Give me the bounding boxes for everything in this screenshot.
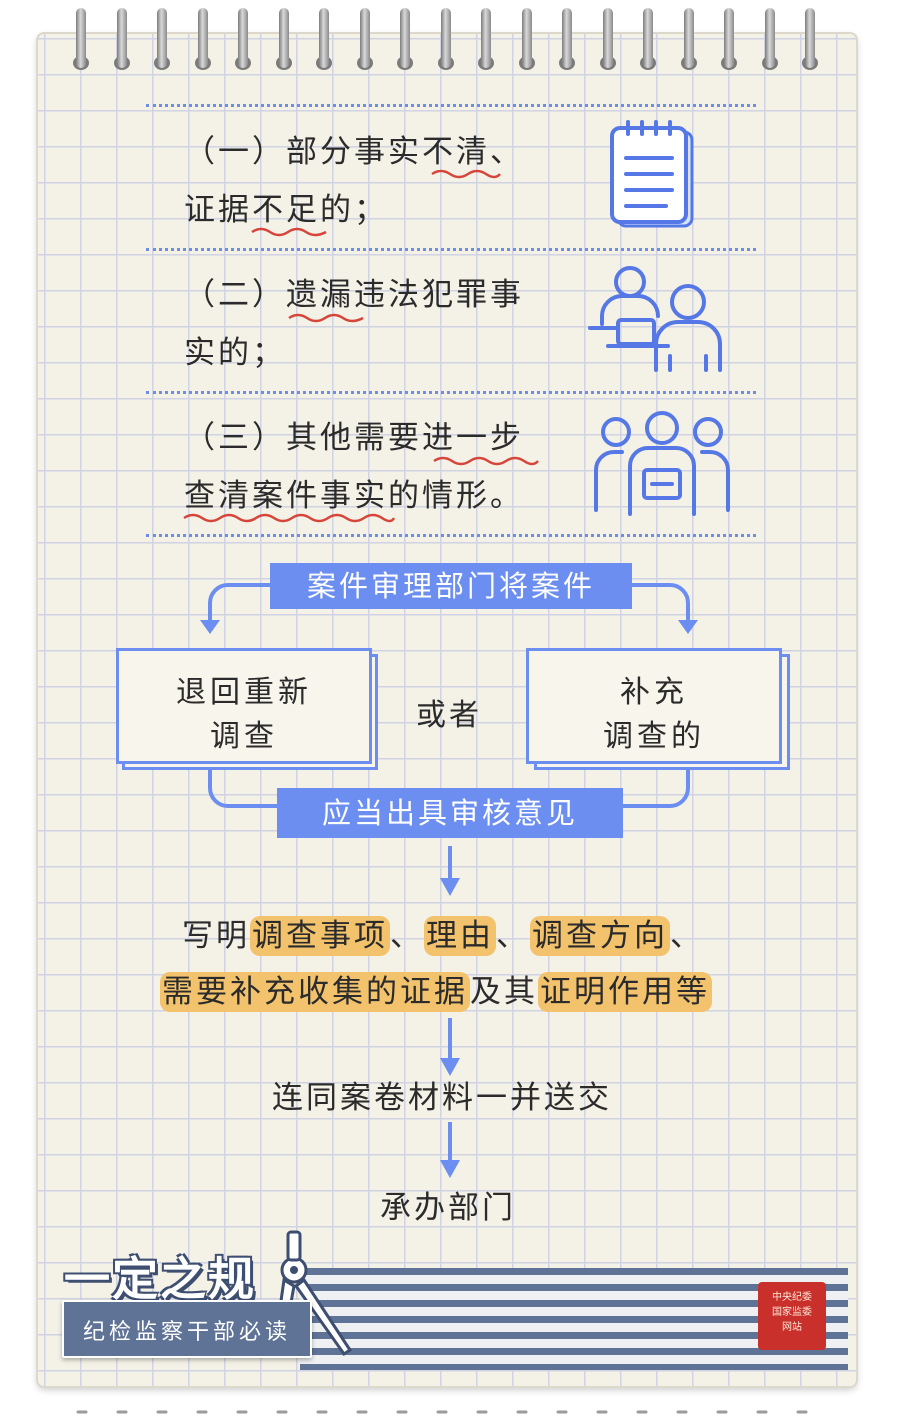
- official-seal: 中央纪委 国家监委 网站: [758, 1282, 826, 1350]
- binding-ring: [724, 8, 734, 68]
- binding-ring: [116, 8, 127, 68]
- send-with-files-text: 连同案卷材料一并送交: [272, 1080, 612, 1116]
- dotted-divider: [146, 534, 756, 537]
- binding-ring: [481, 8, 491, 68]
- dotted-divider: [146, 104, 756, 107]
- underline-squiggle: [431, 169, 501, 179]
- binding-ring: [643, 8, 653, 68]
- striped-footer-band: [300, 1268, 848, 1370]
- prefix-text: 写明: [182, 918, 250, 954]
- write-line-one: 写明调查事项、理由、调查方向、: [182, 910, 704, 956]
- highlight-direction: 调查方向: [530, 916, 670, 956]
- binding-ring: [562, 8, 572, 68]
- item-one-text: （一）部分事实不清、 证据不足的；: [184, 134, 524, 228]
- binding-ring: [238, 8, 248, 68]
- dotted-divider: [146, 248, 756, 251]
- binding-ring: [400, 8, 410, 68]
- handling-dept-text: 承办部门: [380, 1190, 516, 1226]
- separator-text: 、: [496, 918, 530, 954]
- binding-ring: [278, 8, 289, 68]
- underline-squiggle: [433, 456, 539, 466]
- dotted-divider: [146, 391, 756, 394]
- highlight-evidence: 需要补充收集的证据: [160, 972, 470, 1012]
- binding-ring: [683, 8, 694, 68]
- binding-ring: [157, 8, 167, 68]
- supplementary-investigation-card: 补充 调查的: [526, 648, 782, 764]
- underline-squiggle: [251, 227, 327, 237]
- write-line-two: 需要补充收集的证据及其证明作用等: [160, 966, 712, 1012]
- mid-text: 及其: [470, 974, 538, 1010]
- binding-ring: [440, 8, 451, 68]
- separator-text: 、: [390, 918, 424, 954]
- notepad-icon: [610, 120, 694, 228]
- supplementary-investigation-label: 补充 调查的: [603, 675, 705, 754]
- highlight-proof-effect: 证明作用等: [538, 972, 712, 1012]
- review-opinion-box: 应当出具审核意见: [277, 788, 623, 838]
- meeting-people-icon: [588, 266, 722, 372]
- binding-ring: [76, 8, 86, 68]
- suffix-text: 、: [670, 918, 704, 954]
- return-reinvestigate-label: 退回重新 调查: [176, 675, 312, 754]
- underline-squiggle: [288, 313, 364, 323]
- binding-ring: [764, 8, 775, 68]
- binding-ring: [805, 8, 815, 68]
- binding-ring: [602, 8, 613, 68]
- spiral-binding: [70, 0, 830, 80]
- bottom-edge-marks: [76, 1410, 808, 1414]
- highlight-reason: 理由: [424, 916, 496, 956]
- binding-ring: [319, 8, 329, 68]
- binding-ring: [521, 8, 532, 68]
- case-review-dept-box: 案件审理部门将案件: [270, 563, 632, 609]
- return-reinvestigate-card: 退回重新 调查: [116, 648, 372, 764]
- binding-ring: [197, 8, 208, 68]
- highlight-investigation-items: 调查事项: [250, 916, 390, 956]
- brand-title: 一定之规: [64, 1252, 256, 1306]
- binding-ring: [359, 8, 370, 68]
- ruler-banner: 纪检监察干部必读: [62, 1300, 312, 1358]
- group-people-icon: [594, 411, 730, 516]
- or-connector: 或者: [416, 698, 482, 733]
- ruler-text: 纪检监察干部必读: [82, 1320, 291, 1345]
- item-three-text: （三）其他需要进一步 查清案件事实的情形。: [184, 420, 524, 514]
- underline-squiggle: [183, 513, 396, 523]
- item-two-text: （二）遗漏违法犯罪事 实的；: [184, 277, 524, 371]
